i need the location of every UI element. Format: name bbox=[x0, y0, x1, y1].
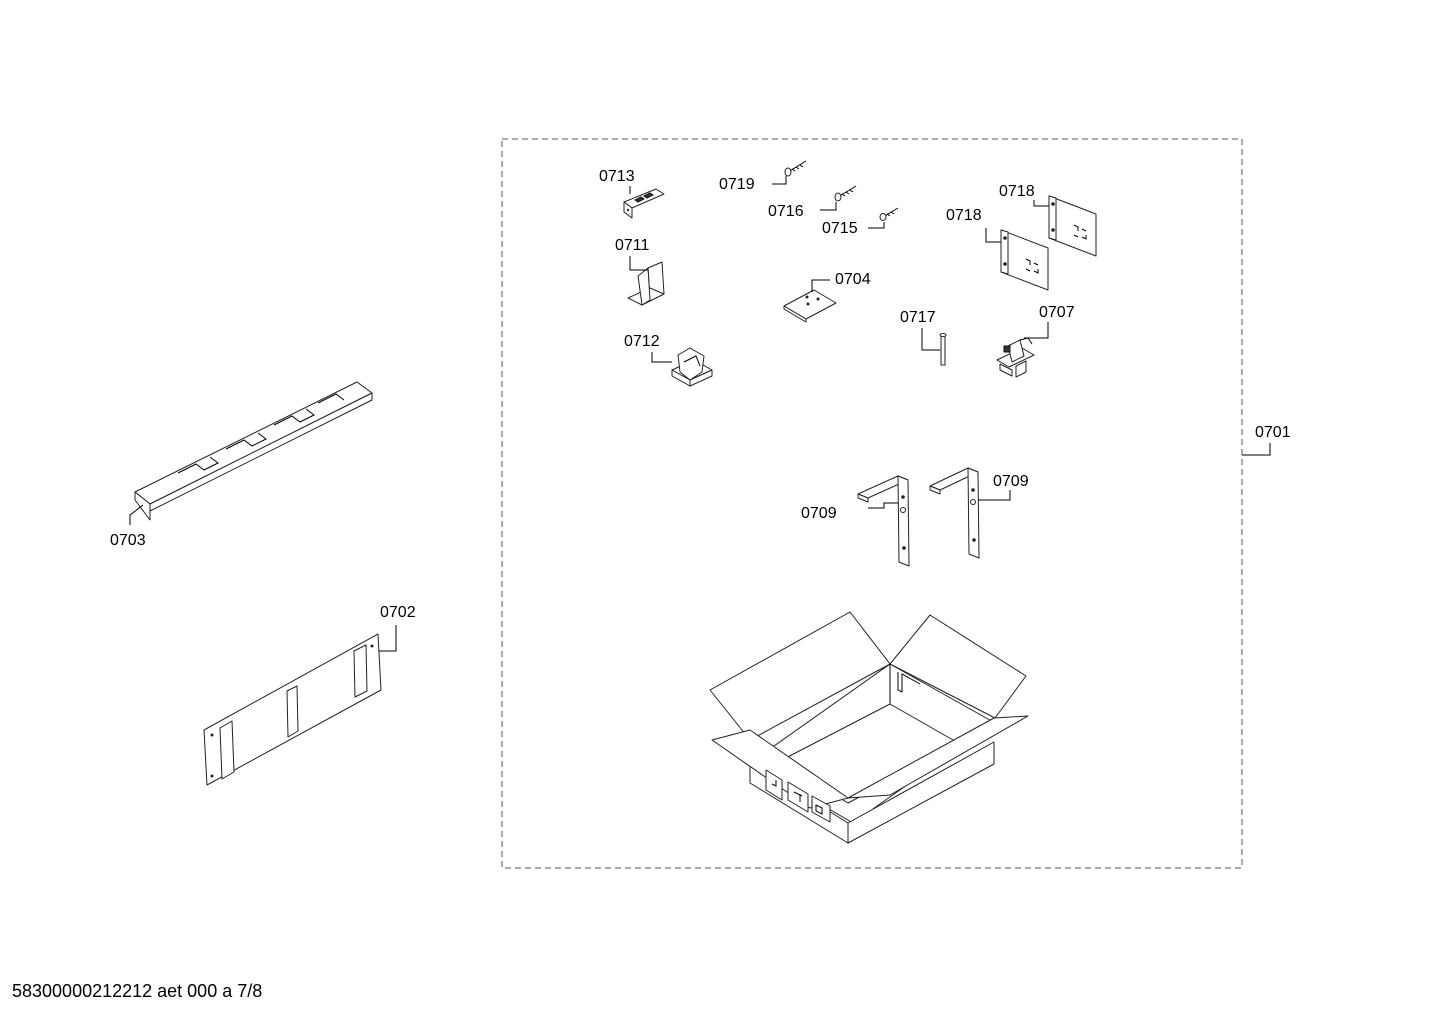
svg-text:0711: 0711 bbox=[615, 237, 650, 254]
svg-text:0709: 0709 bbox=[993, 473, 1029, 490]
document-footer: 58300000212212 aet 000 a 7/8 bbox=[12, 981, 263, 1001]
callout-0716: 0716 bbox=[768, 202, 837, 220]
callout-0703: 0703 bbox=[110, 504, 146, 549]
callout-0707: 0707 bbox=[1024, 304, 1075, 339]
part-0703-angle-rail bbox=[134, 381, 373, 521]
callout-0709-b: 0709 bbox=[978, 473, 1029, 501]
part-0709-bracket-b bbox=[929, 467, 980, 559]
svg-text:0701: 0701 bbox=[1255, 424, 1291, 441]
callout-0717: 0717 bbox=[900, 309, 940, 351]
callout-0701: 0701 bbox=[1242, 424, 1291, 456]
svg-text:0715: 0715 bbox=[822, 220, 858, 237]
callout-0709-a: 0709 bbox=[801, 502, 898, 522]
part-0704-plate bbox=[783, 289, 837, 323]
part-0716-screw bbox=[834, 185, 857, 202]
callout-0715: 0715 bbox=[822, 220, 885, 237]
svg-text:0718: 0718 bbox=[999, 183, 1035, 200]
svg-text:0712: 0712 bbox=[624, 333, 660, 350]
svg-text:0716: 0716 bbox=[768, 203, 804, 220]
svg-text:0713: 0713 bbox=[599, 168, 635, 185]
callout-0711: 0711 bbox=[615, 237, 650, 271]
callout-0713: 0713 bbox=[599, 168, 635, 194]
callout-0712: 0712 bbox=[624, 333, 672, 363]
callout-0702: 0702 bbox=[379, 604, 416, 652]
svg-text:0704: 0704 bbox=[835, 271, 871, 288]
svg-text:0702: 0702 bbox=[380, 604, 416, 621]
callout-0718-b: 0718 bbox=[946, 207, 1001, 243]
callout-0719: 0719 bbox=[719, 176, 787, 193]
part-0719-screw bbox=[784, 160, 807, 177]
part-0709-bracket-a bbox=[857, 475, 910, 567]
svg-text:0717: 0717 bbox=[900, 309, 936, 326]
svg-text:0719: 0719 bbox=[719, 176, 755, 193]
svg-text:0707: 0707 bbox=[1039, 304, 1075, 321]
part-0717-pin bbox=[939, 333, 947, 366]
part-packaging-box bbox=[709, 611, 1029, 844]
part-0718-plate-b bbox=[1000, 229, 1049, 291]
part-0712-block bbox=[671, 347, 713, 387]
kit-boundary bbox=[501, 138, 1243, 869]
callout-0718-a: 0718 bbox=[999, 183, 1049, 207]
svg-text:0709: 0709 bbox=[801, 505, 837, 522]
part-0715-screw bbox=[879, 207, 899, 221]
svg-text:0703: 0703 bbox=[110, 532, 146, 549]
part-0707-hinge bbox=[996, 337, 1035, 378]
svg-text:0718: 0718 bbox=[946, 207, 982, 224]
part-0702-panel bbox=[203, 633, 382, 786]
part-0718-plate-a bbox=[1048, 195, 1097, 257]
callout-0704: 0704 bbox=[811, 271, 871, 292]
part-0711-corner-angle bbox=[627, 261, 665, 306]
part-0713-bracket bbox=[623, 188, 665, 219]
